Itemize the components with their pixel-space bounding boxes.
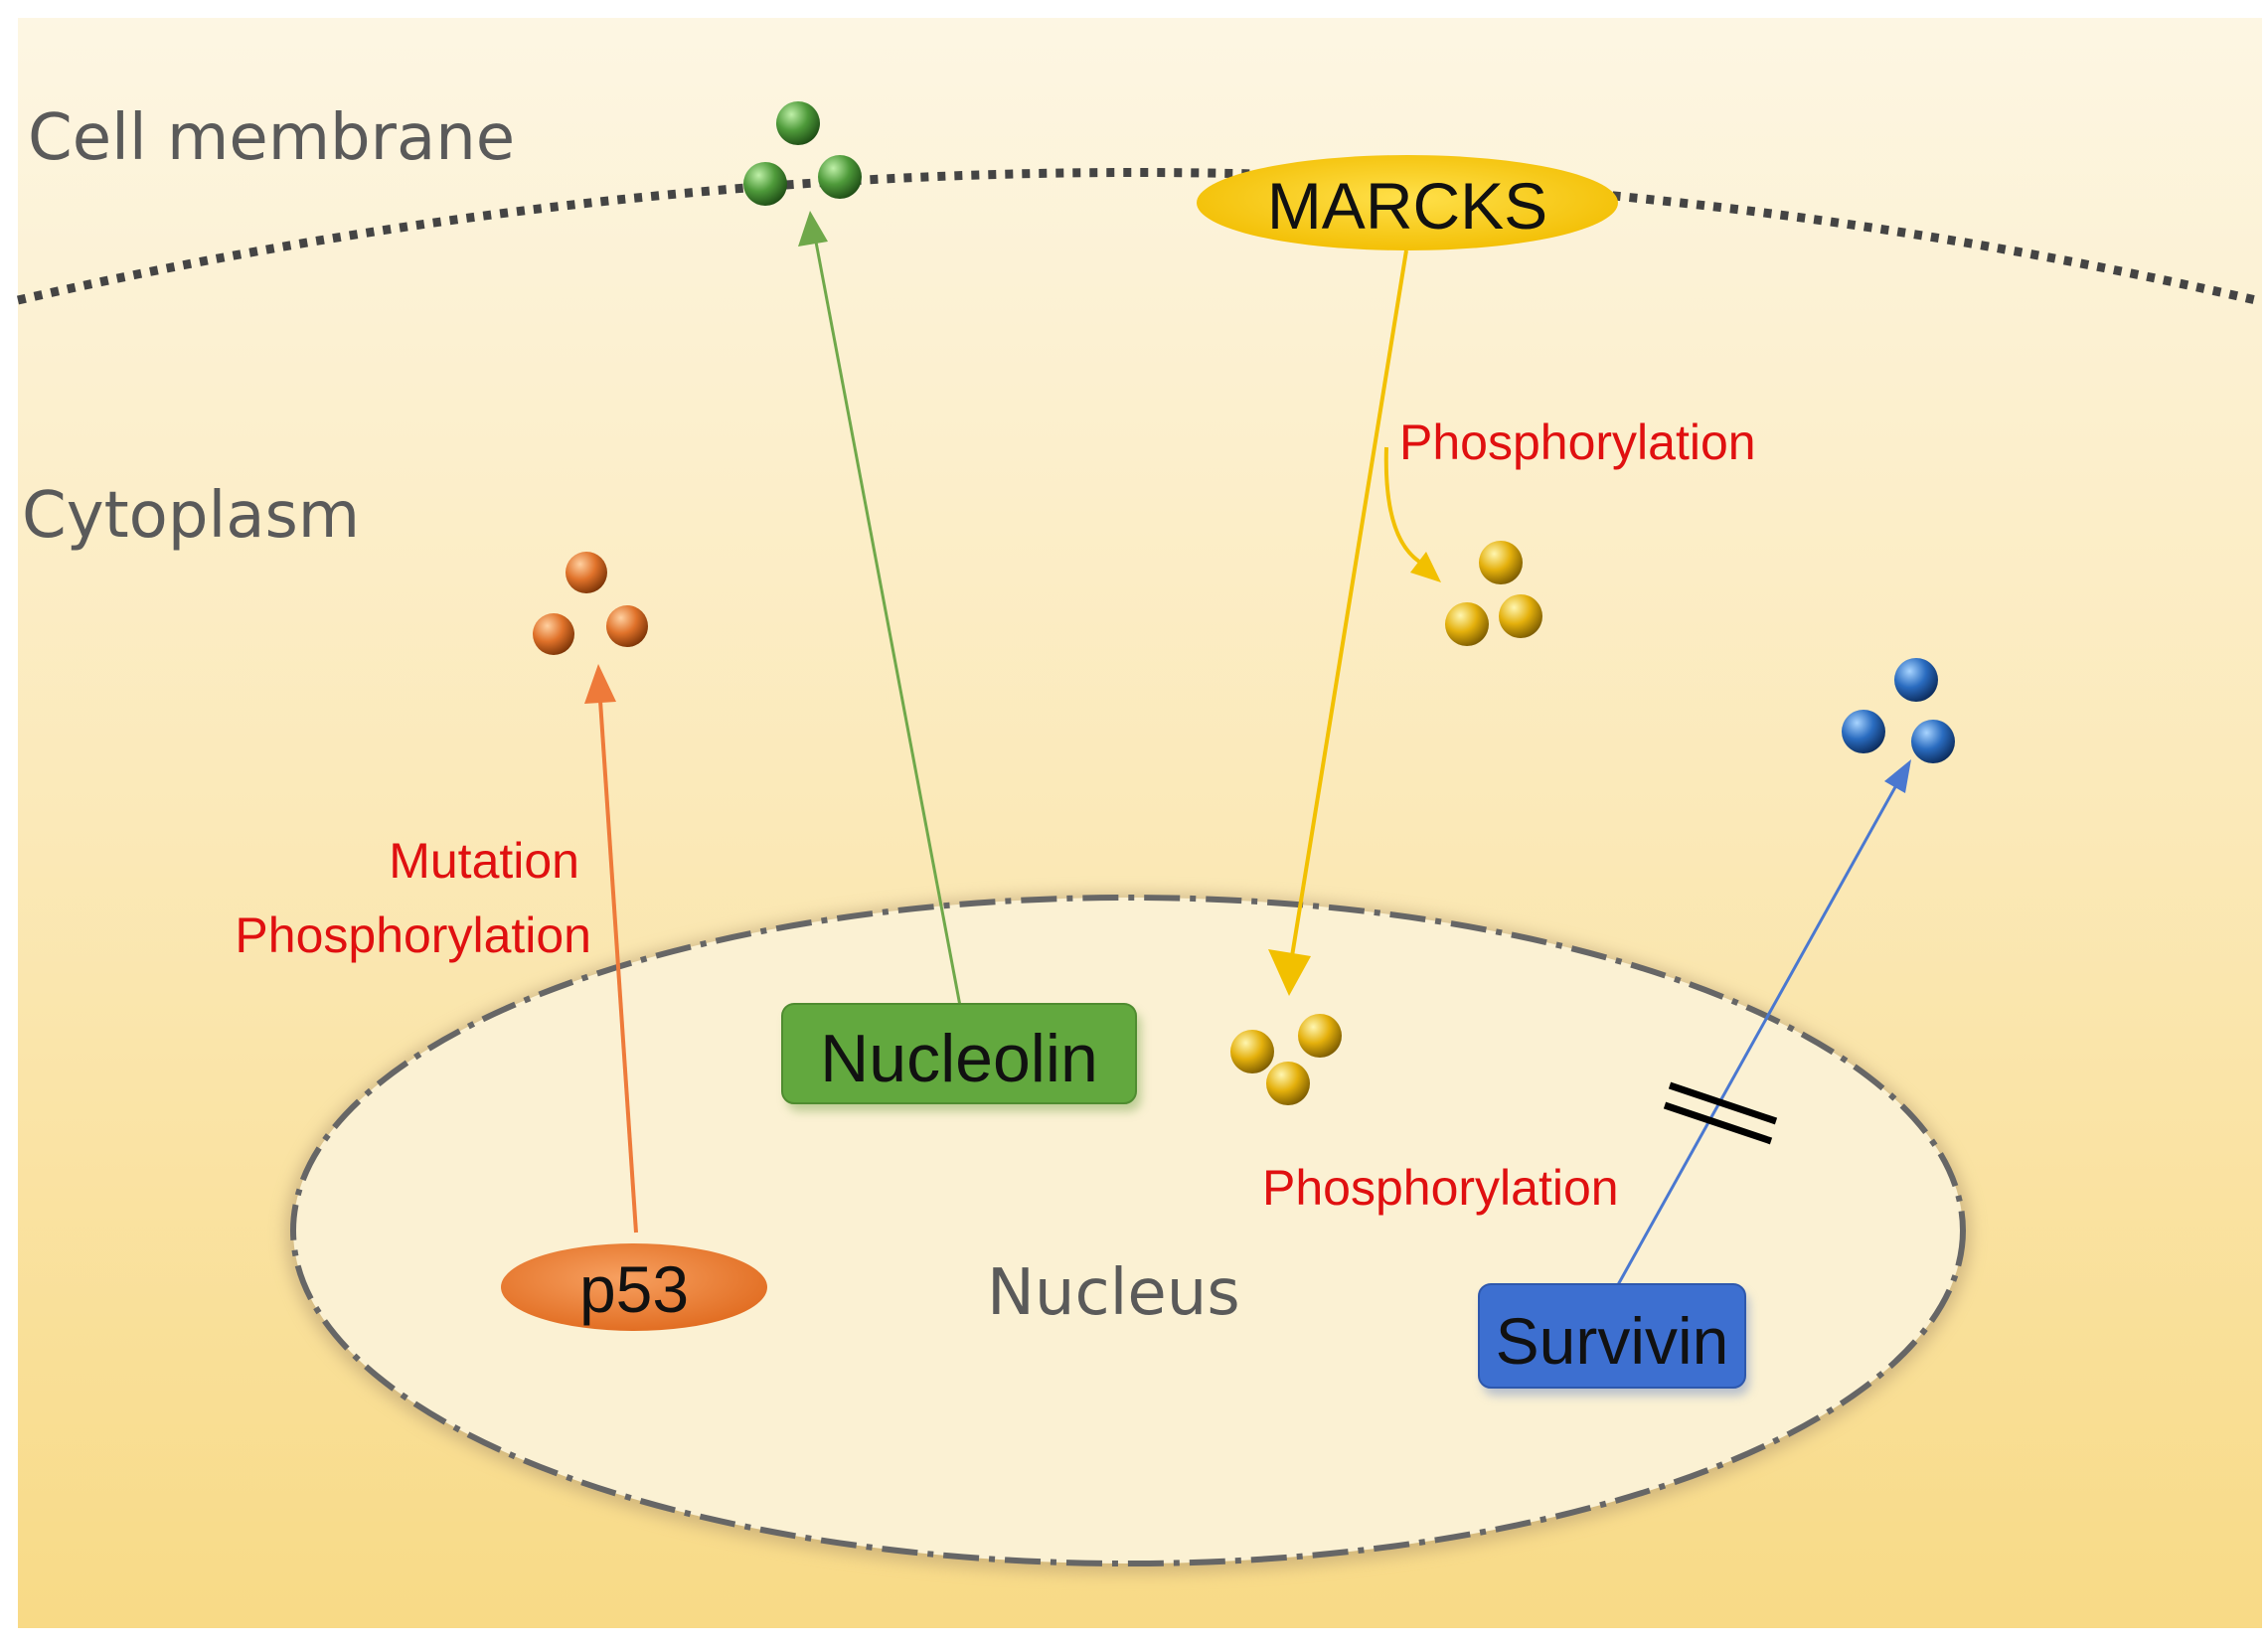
cytoplasm-label: Cytoplasm [22, 479, 360, 553]
survivin-arrow [1613, 759, 1911, 1291]
svg-text:p53: p53 [579, 1252, 689, 1326]
marcks-nuclear-cluster [1230, 1014, 1342, 1105]
nucleus [290, 895, 1966, 1566]
marcks-nuclear-modification-label: Phosphorylation [1262, 1160, 1619, 1216]
p53-cluster [533, 552, 648, 655]
nucleolin-cluster [743, 101, 862, 206]
p53-node: p53 [501, 1243, 767, 1331]
svg-text:Survivin: Survivin [1496, 1304, 1729, 1378]
marcks-cytoplasm-arrow [1383, 446, 1441, 582]
marcks-cytoplasm-cluster [1445, 541, 1542, 646]
p53-phosphorylation-label: Phosphorylation [235, 907, 591, 963]
p53-mutation-label: Mutation [389, 833, 579, 889]
svg-text:Nucleolin: Nucleolin [820, 1021, 1098, 1096]
survivin-cluster [1842, 658, 1955, 763]
marcks-nuclear-arrow [1268, 249, 1408, 996]
block-symbol [1663, 1081, 1778, 1145]
nucleolin-node: Nucleolin [781, 1003, 1141, 1111]
marcks-node: MARCKS [1197, 155, 1618, 250]
cell-membrane-label: Cell membrane [28, 101, 515, 175]
nucleus-label: Nucleus [987, 1256, 1240, 1330]
p53-arrow [584, 664, 638, 1234]
nucleolin-arrow [798, 211, 962, 1007]
marcks-cytoplasm-modification-label: Phosphorylation [1399, 414, 1756, 470]
svg-text:MARCKS: MARCKS [1267, 169, 1547, 243]
survivin-node: Survivin [1478, 1283, 1749, 1396]
